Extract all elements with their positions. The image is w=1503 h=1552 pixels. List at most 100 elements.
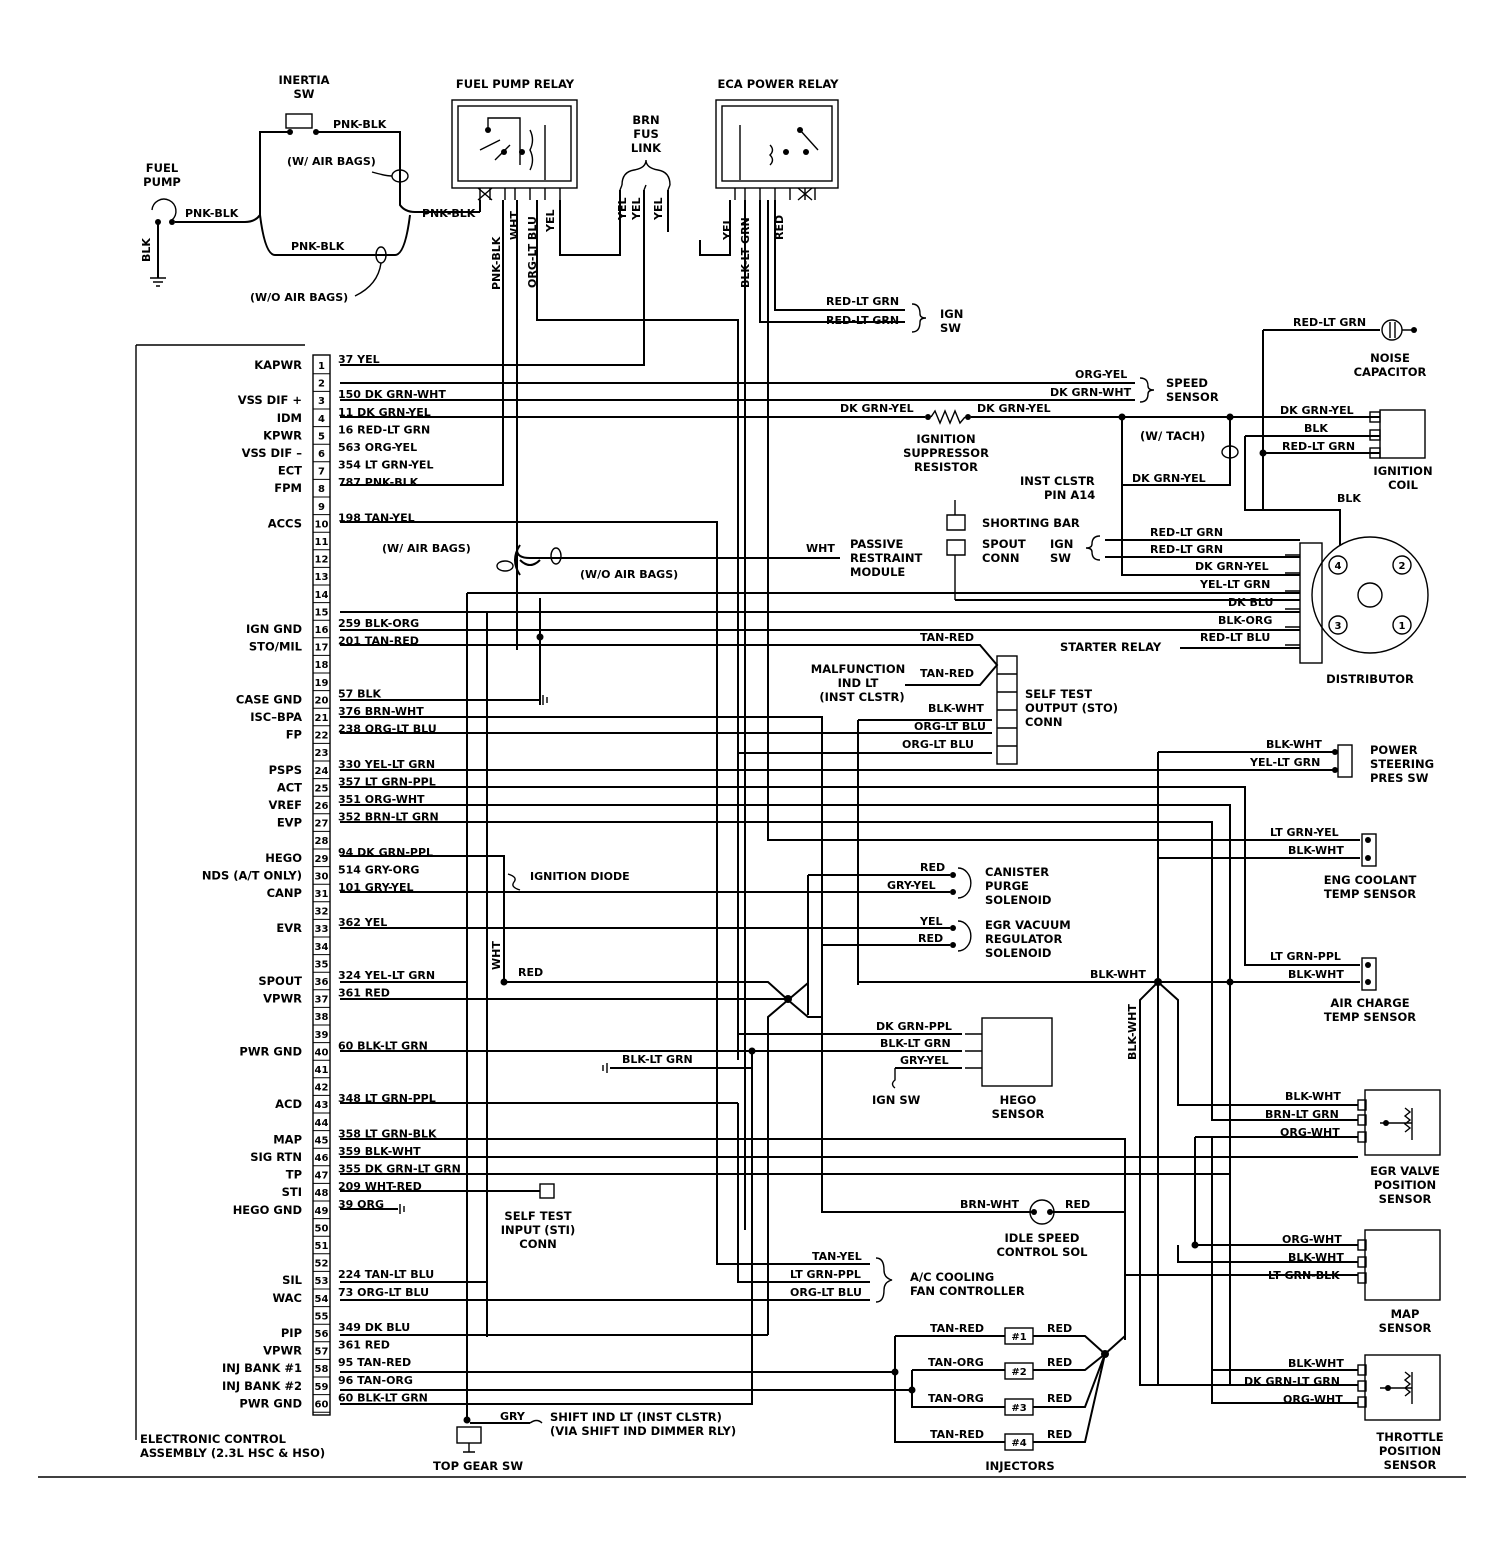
act-label-2: TEMP SENSOR: [1324, 1010, 1416, 1024]
eca-pin-name: FP: [286, 728, 302, 742]
wire-label-blk-wht-2: BLK-WHT: [1266, 738, 1322, 751]
distributor-label: DISTRIBUTOR: [1326, 672, 1414, 686]
sto-label-3: CONN: [1025, 715, 1062, 729]
eca-pin-name: NDS (A/T ONLY): [202, 868, 302, 882]
ac-cooling-fan-controller: TAN-YEL LT GRN-PPL ORG-LT BLU A/C COOLIN…: [340, 521, 1025, 1303]
eca-pin-number: 19: [315, 678, 329, 689]
speed-sensor-label-1: SPEED: [1166, 376, 1208, 390]
injector-3-label: #3: [1011, 1403, 1026, 1414]
wire-label-yel-6: YEL: [919, 915, 943, 928]
wire-label-blk-lt-grn-2: BLK-LT GRN: [880, 1037, 951, 1050]
wire-label-dk-grn-yel-2: DK GRN-YEL: [977, 402, 1051, 415]
canister-purge-solenoid: RED GRY-YEL CANISTER PURGE SOLENOID: [340, 861, 1051, 1015]
wire-label-tan-org-1: TAN-ORG: [928, 1356, 984, 1369]
wire-label-dk-grn-yel-5: DK GRN-YEL: [1195, 560, 1269, 573]
wire-label-tan-red-3: TAN-RED: [930, 1322, 984, 1335]
passive-restraint-label-2: RESTRAINT: [850, 551, 922, 565]
wire-label-red-3: RED: [918, 932, 943, 945]
eca-pin-name: ACCS: [268, 516, 302, 530]
eca-pin-wire-label: 361 RED: [338, 987, 390, 1000]
eca-pin-number: 60: [315, 1399, 329, 1410]
eca-pin-number: 15: [315, 607, 329, 618]
eca-pin-number: 41: [315, 1065, 329, 1076]
evr-label-1: EGR VACUUM: [985, 918, 1071, 932]
speed-sensor-label-2: SENSOR: [1166, 390, 1219, 404]
starter-relay-label: STARTER RELAY: [1060, 640, 1162, 654]
spout-connector: SHORTING BAR SPOUT CONN: [946, 500, 1080, 600]
mil-label-3: (INST CLSTR): [819, 690, 904, 704]
air-charge-temp-sensor: LT GRN-PPL BLK-WHT BLK-WHT AIR CHARGE TE…: [858, 950, 1416, 1386]
fan-ctrl-label-1: A/C COOLING: [910, 1270, 994, 1284]
wire-label-yel-5: YEL: [721, 218, 734, 242]
eca-pin-number: 55: [315, 1311, 329, 1322]
wire-label-pnk-blk-5: PNK-BLK: [490, 236, 503, 290]
eca-pin-number: 12: [315, 555, 329, 566]
eca-pin-number: 18: [315, 660, 329, 671]
fuel-pump-label-2: PUMP: [143, 175, 181, 189]
eca-pin-name: SIG RTN: [250, 1150, 302, 1164]
eca-pin-name: KAPWR: [254, 358, 302, 372]
wire-label-tan-org-2: TAN-ORG: [928, 1392, 984, 1405]
eca-power-relay: ECA POWER RELAY: [715, 77, 839, 201]
eca-pin-number: 59: [315, 1382, 329, 1393]
wire-label-gry-yel-1: GRY-YEL: [887, 879, 936, 892]
eca-pin-number: 50: [315, 1223, 329, 1234]
wire-label-yel-3: YEL: [630, 198, 643, 222]
ignition-suppressor-resistor: DK GRN-YEL DK GRN-YEL IGNITION SUPPRESSO…: [840, 402, 1051, 474]
eca-pin-name: VREF: [269, 798, 302, 812]
ign-sw-single-label: IGN SW: [872, 1093, 921, 1107]
wire-label-pnk-blk-3: PNK-BLK: [291, 240, 345, 253]
wire-label-red-4: RED: [518, 966, 543, 979]
eca-pin-wire-label: 101 GRY-YEL: [338, 881, 413, 894]
note-w-air-bags-2: (W/ AIR BAGS): [382, 542, 471, 555]
eca-pin-number: 33: [315, 924, 329, 935]
top-gear-sw: TOP GEAR SW GRY SHIFT IND LT (INST CLSTR…: [433, 985, 736, 1473]
wire-label-blk-wht-7: BLK-WHT: [1285, 1090, 1341, 1103]
map-sensor: ORG-WHT BLK-WHT LT GRN-BLK MAP SENSOR: [1177, 1229, 1441, 1335]
eca-pin-number: 2: [318, 379, 325, 390]
eca-pin-number: 16: [315, 625, 329, 636]
evr-label-3: SOLENOID: [985, 946, 1051, 960]
eca-pin-wire-label: 359 BLK-WHT: [338, 1145, 421, 1158]
eca-pin-number: 10: [315, 519, 329, 530]
wire-label-red-lt-grn-1: RED-LT GRN: [826, 295, 899, 308]
eca-pin-number: 25: [315, 783, 329, 794]
eca-pin-wire-label: 95 TAN-RED: [338, 1356, 411, 1369]
mil-label-1: MALFUNCTION: [811, 662, 905, 676]
eca-pin-name: ACT: [277, 780, 302, 794]
wire-label-red-2: RED: [920, 861, 945, 874]
speed-sensor: ORG-YEL DK GRN-WHT SPEED SENSOR: [1050, 368, 1219, 404]
wire-label-red-lt-grn-6: RED-LT GRN: [1150, 543, 1223, 556]
eca-pin-name: KPWR: [263, 428, 302, 442]
wire-label-blk-wht-5: BLK-WHT: [1090, 968, 1146, 981]
eca-pin-name: INJ BANK #2: [222, 1379, 302, 1393]
wire-label-yel-2: YEL: [616, 198, 629, 222]
wire-label-blk-1: BLK: [140, 238, 153, 262]
wire-label-tan-red-2: TAN-RED: [920, 667, 974, 680]
passive-restraint-label-3: MODULE: [850, 565, 905, 579]
wire-label-wht-2: WHT: [806, 542, 835, 555]
hego-label-1: HEGO: [1000, 1093, 1037, 1107]
ect-label-2: TEMP SENSOR: [1324, 887, 1416, 901]
eca-pin-number: 37: [315, 995, 329, 1006]
eca-pin-wire-label: 357 LT GRN-PPL: [338, 775, 436, 788]
eca-pin-name: STI: [282, 1185, 302, 1199]
eca-pin-number: 14: [315, 590, 329, 601]
idle-speed-control-sol: BRN-WHT RED IDLE SPEED CONTROL SOL: [340, 716, 1126, 1340]
isc-label-1: IDLE SPEED: [1005, 1231, 1080, 1245]
wire-label-yel-lt-grn-1: YEL-LT GRN: [1199, 578, 1270, 591]
eca-pin-number: 57: [315, 1347, 329, 1358]
wire-label-dk-grn-lt-grn-1: DK GRN-LT GRN: [1244, 1375, 1340, 1388]
wire-label-yel-lt-grn-2: YEL-LT GRN: [1249, 756, 1320, 769]
wire-label-blk-wht-8: BLK-WHT: [1288, 1251, 1344, 1264]
eca-pin-name: VPWR: [263, 992, 302, 1006]
tps-label-1: THROTTLE: [1376, 1430, 1443, 1444]
eca-pin-number: 13: [315, 572, 329, 583]
fan-ctrl-label-2: FAN CONTROLLER: [910, 1284, 1025, 1298]
eca-pin-number: 31: [315, 889, 329, 900]
eca-pin-wire-label: 60 BLK-LT GRN: [338, 1039, 428, 1052]
eca-pin-wire-label: 358 LT GRN-BLK: [338, 1127, 437, 1140]
egrvp-label-2: POSITION: [1374, 1178, 1436, 1192]
eca-pin-wire-label: 361 RED: [338, 1339, 390, 1352]
